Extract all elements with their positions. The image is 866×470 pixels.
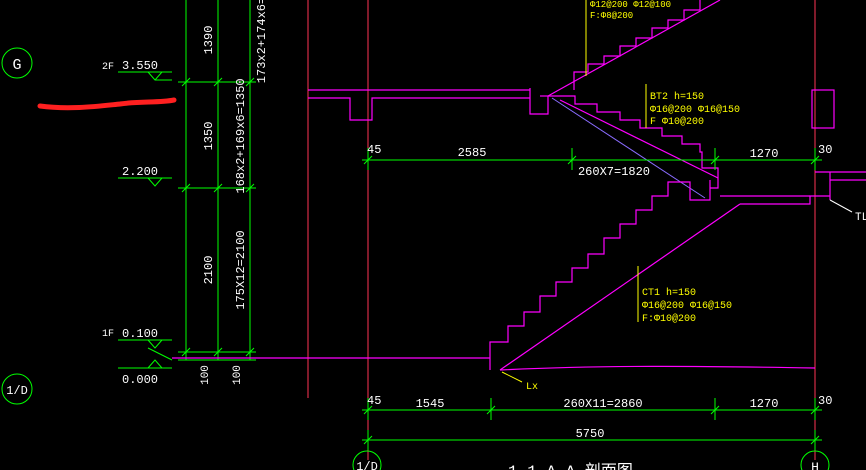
lower-stair-flight	[489, 89, 866, 371]
hdim-upper-2585: 2585	[458, 146, 487, 160]
hdim-lower-1270: 1270	[750, 397, 779, 411]
horizontal-dims-lower	[362, 398, 822, 450]
vertical-dimension-lines	[178, 0, 256, 361]
hdim-lower-total: 5750	[576, 427, 605, 441]
floor-lines	[172, 89, 530, 359]
upper-stair-flight	[529, 0, 721, 189]
red-markup-stroke	[37, 97, 177, 111]
level-1f-value: 0.100	[122, 327, 158, 341]
label-bt2-line3: F Φ10@200	[650, 116, 704, 128]
tag-lx: Lx	[526, 382, 538, 393]
axis-bubble-1d-left[interactable]: 1/D	[1, 373, 33, 405]
diagonal-leader	[551, 97, 706, 199]
axis-lines	[307, 0, 816, 460]
label-ct1-line2: Φ16@200 Φ16@150	[642, 300, 732, 312]
hdim-lower-30: 30	[818, 394, 832, 408]
label-bt2-line2: Φ16@200 Φ16@150	[650, 104, 740, 116]
vdim-100a: 100	[200, 365, 212, 385]
axis-label-h: H	[811, 460, 819, 470]
hdim-upper-1820: 260X7=1820	[578, 165, 650, 179]
vdim-step-upper: 173x2+174x6=	[255, 0, 269, 83]
hdim-lower-2860: 260X11=2860	[563, 397, 642, 411]
hdim-lower-1545: 1545	[416, 397, 445, 411]
horizontal-dims-upper	[362, 148, 822, 170]
hdim-lower-45: 45	[367, 394, 381, 408]
vdim-step-lower: 175X12=2100	[234, 230, 248, 309]
level-ground-value: 0.000	[122, 373, 158, 387]
label-ct1-line3: F:Φ10@200	[642, 313, 696, 325]
hdim-upper-1270: 1270	[750, 147, 779, 161]
level-1f-name: 1F	[102, 329, 114, 340]
axis-bubble-1d-bottom[interactable]: 1/D	[352, 450, 382, 470]
level-landing-value: 2.200	[122, 165, 158, 179]
vdim-1390: 1390	[202, 26, 216, 55]
level-markers	[118, 71, 173, 369]
axis-label-1d-bottom: 1/D	[356, 460, 378, 470]
label-top-line1: Φ12@200 Φ12@100	[590, 0, 671, 10]
vdim-2100: 2100	[202, 256, 216, 285]
label-bt2-line1: BT2 h=150	[650, 91, 704, 103]
axis-bubble-h[interactable]: H	[800, 450, 830, 470]
vdim-1350: 1350	[202, 122, 216, 151]
vdim-step-mid: 168x2+169x6=1350	[234, 78, 248, 193]
label-top-line2: F:Φ8@200	[590, 11, 633, 21]
level-2f-name: 2F	[102, 62, 114, 73]
hdim-upper-30: 30	[818, 143, 832, 157]
level-2f-value: 3.550	[122, 59, 158, 73]
axis-label-1d-left: 1/D	[6, 384, 28, 398]
axis-bubble-g[interactable]: G	[1, 47, 33, 79]
hdim-upper-45: 45	[367, 143, 381, 157]
axis-label-g: G	[12, 57, 21, 74]
vdim-100b: 100	[232, 365, 244, 385]
tag-tl: TL	[855, 212, 866, 224]
drawing-title: 1-1 A-A 剖面图	[508, 462, 633, 470]
label-ct1-line1: CT1 h=150	[642, 287, 696, 299]
